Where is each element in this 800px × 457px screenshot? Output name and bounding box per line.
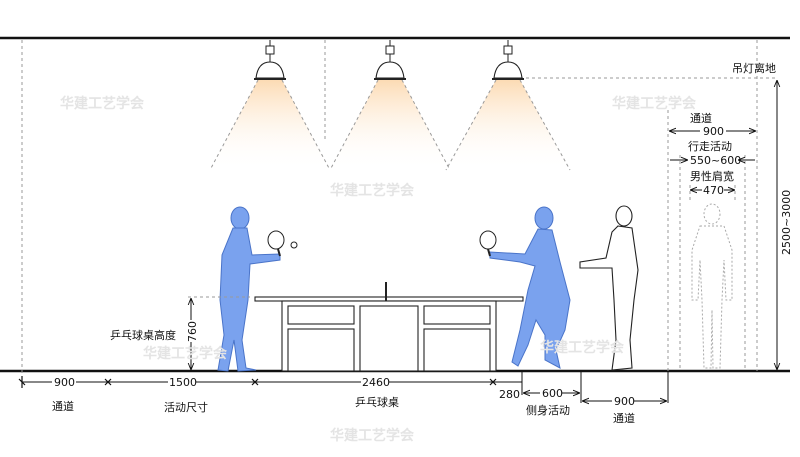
walking-title: 行走活动 <box>688 140 732 153</box>
dimension-value: 280 <box>499 388 520 401</box>
ping-pong-table <box>254 282 524 372</box>
dimension-value: 900 <box>614 395 635 408</box>
dimension-label: 乒乓球桌 <box>355 395 399 409</box>
dimension-label: 通道 <box>52 399 74 413</box>
dimension-label: 通道 <box>613 411 635 425</box>
pendant-lamps <box>209 40 571 171</box>
left-player-figure <box>217 206 298 372</box>
right-player-figure <box>479 206 571 369</box>
dimension-value: 1500 <box>169 376 197 389</box>
dimension-value: 600 <box>542 387 563 400</box>
watermark: 华建工艺学会 <box>330 427 415 444</box>
walking-value: 550~600 <box>690 154 741 167</box>
watermarks: 华建工艺学会 华建工艺学会 华建工艺学会 华建工艺学会 华建工艺学会 华建工艺学… <box>60 95 697 444</box>
shoulder-value: 470 <box>703 184 724 197</box>
dimension-value: 2460 <box>362 376 390 389</box>
shoulder-title: 男性肩宽 <box>690 169 734 183</box>
watermark: 华建工艺学会 <box>612 95 697 112</box>
dimension-value: 900 <box>54 376 75 389</box>
pendant-lamp <box>209 40 331 171</box>
watermark: 华建工艺学会 <box>60 95 145 112</box>
lamp-height-label: 吊灯离地 <box>732 61 776 75</box>
pendant-lamp <box>329 40 451 171</box>
front-standing-person <box>691 203 733 369</box>
watermark: 华建工艺学会 <box>143 345 228 362</box>
dimension-label: 侧身活动 <box>526 403 570 417</box>
table-height-title: 乒乓球桌高度 <box>110 328 176 342</box>
dimension-label: 活动尺寸 <box>164 400 208 414</box>
watermark: 华建工艺学会 <box>330 182 415 199</box>
watermark: 华建工艺学会 <box>540 339 625 356</box>
table-height-value: 760 <box>186 321 199 342</box>
pendant-lamp <box>445 40 571 171</box>
aisle-value: 900 <box>703 125 724 138</box>
lamp-height-value: 2500~3000 <box>780 190 793 255</box>
bottom-dimensions: 900 通道 1500 活动尺寸 2460 乒乓球桌 280 600 侧身活动 … <box>18 372 669 425</box>
aisle-title: 通道 <box>690 111 712 125</box>
side-standing-person <box>579 205 639 371</box>
